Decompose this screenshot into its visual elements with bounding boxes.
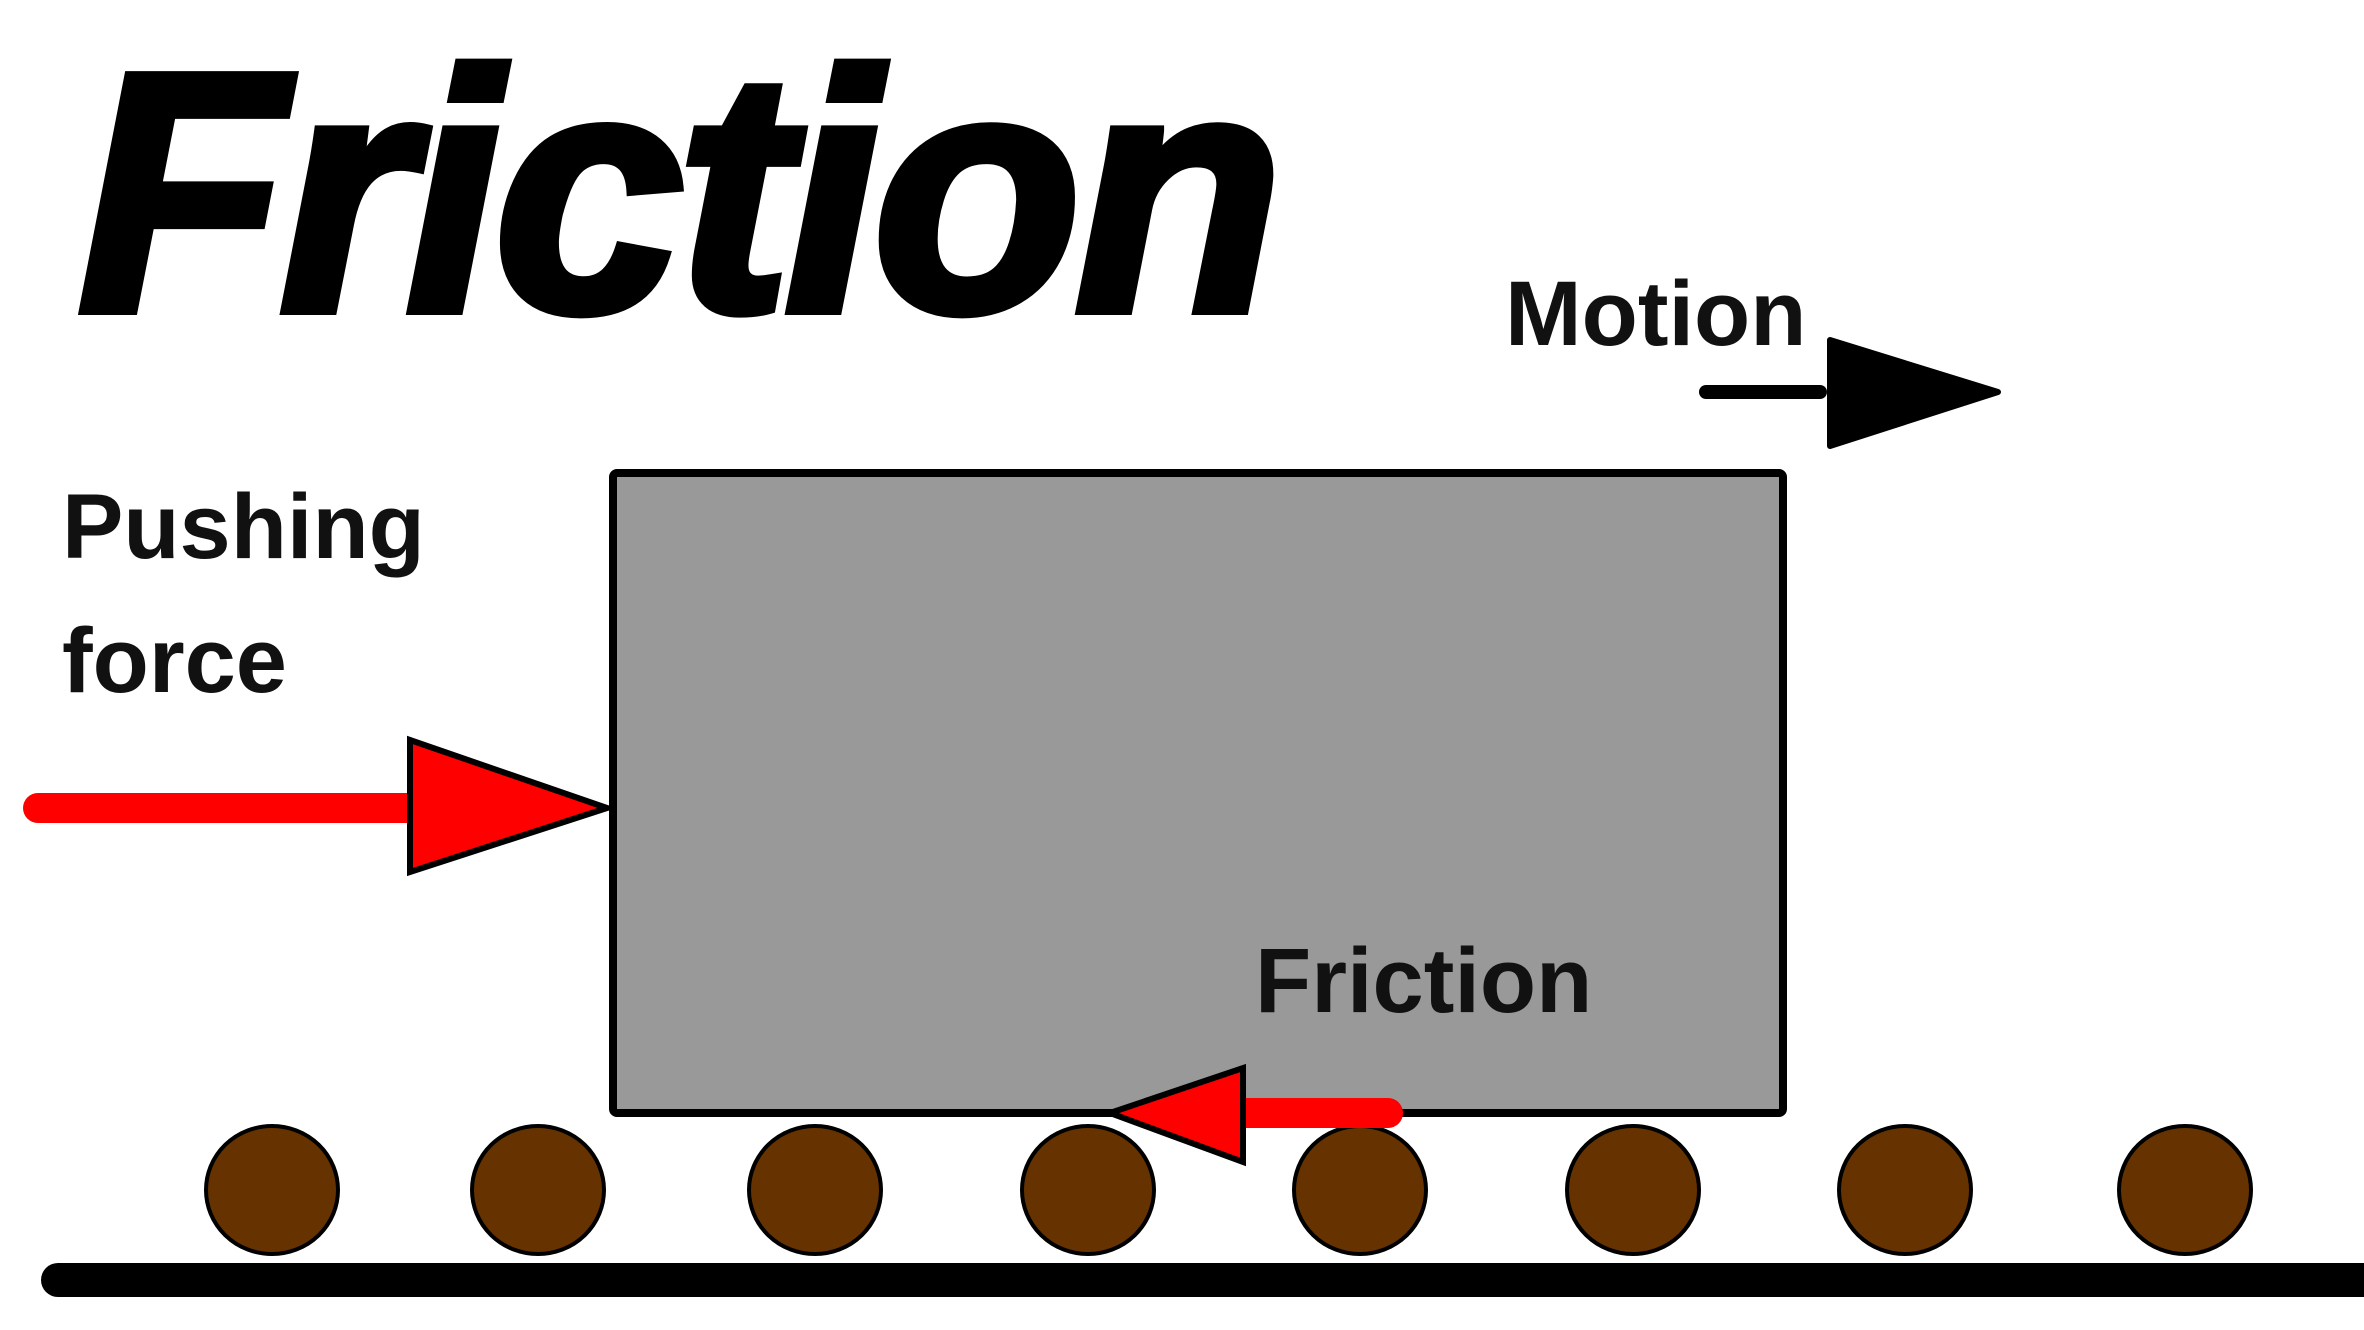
block <box>609 469 1787 1117</box>
diagram-title: Friction <box>78 3 1277 383</box>
roller <box>204 1124 340 1256</box>
friction-arrow-icon <box>1100 1063 1403 1167</box>
roller <box>1565 1124 1701 1256</box>
pushing-force-label-line2: force <box>62 610 287 712</box>
pushing-force-label-line1: Pushing <box>62 476 425 578</box>
roller <box>1020 1124 1156 1256</box>
roller <box>747 1124 883 1256</box>
pushing-force-arrow-icon <box>23 735 617 877</box>
roller <box>2117 1124 2253 1256</box>
roller <box>1292 1124 1428 1256</box>
motion-arrow-icon <box>1699 337 2001 449</box>
rollers <box>204 1124 2253 1256</box>
motion-label: Motion <box>1505 263 1806 365</box>
roller <box>1837 1124 1973 1256</box>
friction-label: Friction <box>1255 930 1592 1032</box>
roller <box>470 1124 606 1256</box>
